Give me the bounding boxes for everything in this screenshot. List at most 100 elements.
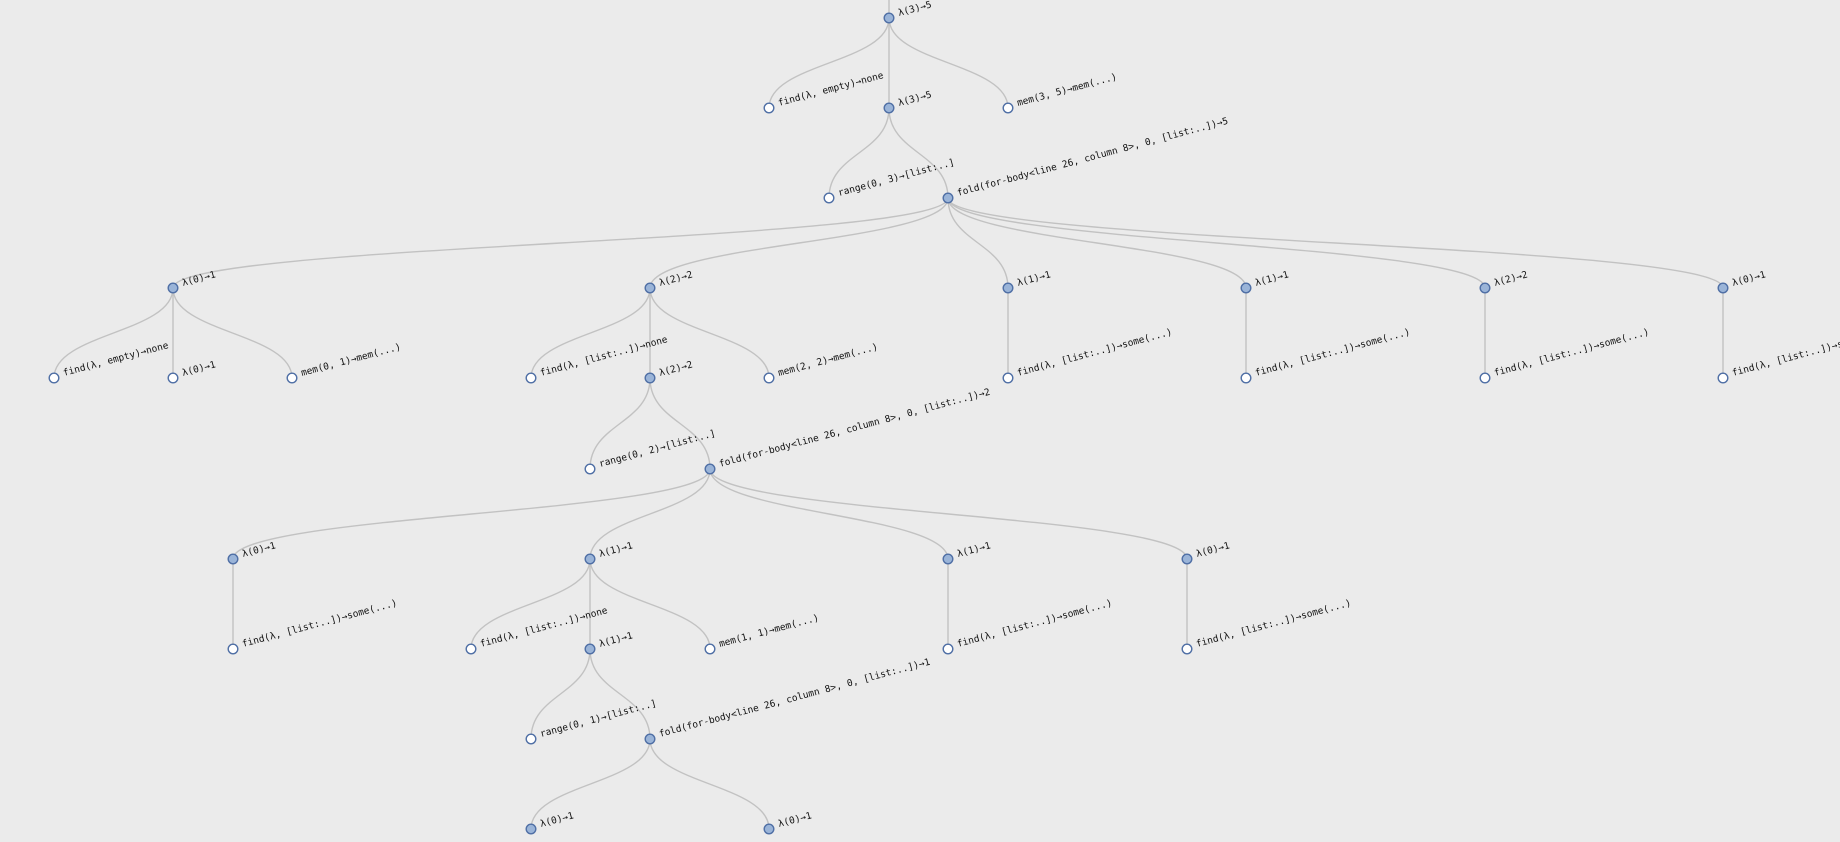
node-dot[interactable] bbox=[286, 372, 298, 384]
tree-call-node[interactable]: λ(1)→1 bbox=[1002, 269, 1052, 294]
node-dot[interactable] bbox=[1479, 282, 1491, 294]
node-dot[interactable] bbox=[584, 643, 596, 655]
tree-call-node[interactable]: λ(0)→1 bbox=[1181, 540, 1231, 565]
node-label: λ(0)→1 bbox=[539, 810, 575, 830]
node-dot[interactable] bbox=[644, 733, 656, 745]
tree-leaf-node[interactable]: find(λ, [list:..])→some(...) bbox=[227, 598, 398, 655]
node-dot[interactable] bbox=[1002, 372, 1014, 384]
tree-leaf-node[interactable]: mem(0, 1)→mem(...) bbox=[286, 342, 402, 384]
node-dot[interactable] bbox=[1240, 282, 1252, 294]
node-label: λ(3)→5 bbox=[897, 89, 933, 109]
node-label: fold(for-body<line 26, column 8>, 0, [li… bbox=[658, 657, 932, 740]
node-dot[interactable] bbox=[883, 102, 895, 114]
node-dot[interactable] bbox=[704, 643, 716, 655]
tree-edge bbox=[232, 468, 711, 560]
node-dot[interactable] bbox=[1479, 372, 1491, 384]
node-label: find(λ, [list:..])→some(...) bbox=[1195, 598, 1353, 650]
tree-edges bbox=[53, 17, 1724, 830]
node-dot[interactable] bbox=[227, 553, 239, 565]
tree-call-node[interactable]: fold(for-body<line 26, column 8>, 0, [li… bbox=[942, 116, 1230, 204]
node-dot[interactable] bbox=[763, 102, 775, 114]
tree-call-node[interactable]: fold(for-body<line 26, column 8>, 0, [li… bbox=[644, 657, 932, 745]
tree-edge bbox=[709, 468, 1188, 560]
node-dot[interactable] bbox=[1002, 282, 1014, 294]
tree-leaf-node[interactable]: mem(2, 2)→mem(...) bbox=[763, 342, 879, 384]
node-label: find(λ, [list:..])→some(...) bbox=[1493, 327, 1651, 379]
node-dot[interactable] bbox=[525, 372, 537, 384]
tree-call-node[interactable]: λ(3)→5 bbox=[883, 89, 933, 114]
tree-edge bbox=[888, 107, 949, 199]
tree-call-node[interactable]: λ(0)→1 bbox=[1717, 269, 1767, 294]
node-dot[interactable] bbox=[942, 643, 954, 655]
node-dot[interactable] bbox=[1181, 643, 1193, 655]
tree-call-node[interactable]: λ(0)→1 bbox=[763, 810, 813, 835]
node-dot[interactable] bbox=[167, 282, 179, 294]
tree-leaf-node[interactable]: find(λ, [list:..])→some(...) bbox=[1181, 598, 1353, 655]
tree-leaf-node[interactable]: find(λ, empty)→none bbox=[48, 340, 170, 384]
tree-leaf-node[interactable]: find(λ, [list:..])→some(...) bbox=[1240, 327, 1412, 384]
node-dot[interactable] bbox=[1717, 282, 1729, 294]
node-label: λ(0)→1 bbox=[777, 810, 813, 830]
tree-leaf-node[interactable]: range(0, 3)→[list:..] bbox=[823, 157, 956, 204]
node-dot[interactable] bbox=[644, 282, 656, 294]
node-dot[interactable] bbox=[465, 643, 477, 655]
node-dot[interactable] bbox=[48, 372, 60, 384]
node-label: find(λ, empty)→none bbox=[62, 340, 170, 379]
node-dot[interactable] bbox=[644, 372, 656, 384]
node-dot[interactable] bbox=[763, 372, 775, 384]
tree-leaf-node[interactable]: range(0, 1)→[list:..] bbox=[525, 698, 658, 745]
tree-edge bbox=[589, 468, 711, 560]
node-label: mem(3, 5)→mem(...) bbox=[1016, 72, 1118, 109]
node-label: range(0, 1)→[list:..] bbox=[539, 698, 658, 740]
node-dot[interactable] bbox=[883, 12, 895, 24]
tree-call-node[interactable]: λ(2)→2 bbox=[644, 359, 694, 384]
node-dot[interactable] bbox=[942, 553, 954, 565]
node-dot[interactable] bbox=[584, 553, 596, 565]
tree-leaf-node[interactable]: find(λ, [list:..])→some(...) bbox=[1002, 327, 1173, 384]
tree-leaf-node[interactable]: find(λ, [list:..])→some(...) bbox=[942, 598, 1113, 655]
node-label: range(0, 3)→[list:..] bbox=[837, 157, 956, 199]
node-label: find(λ, [list:..])→some(...) bbox=[1731, 327, 1840, 379]
node-dot[interactable] bbox=[704, 463, 716, 475]
node-dot[interactable] bbox=[1240, 372, 1252, 384]
tree-edge bbox=[53, 287, 174, 379]
tree-leaf-node[interactable]: λ(0)→1 bbox=[167, 359, 217, 384]
tree-call-node[interactable]: λ(1)→1 bbox=[1240, 269, 1290, 294]
tree-leaf-node[interactable]: find(λ, empty)→none bbox=[763, 70, 885, 114]
tree-call-node[interactable]: fold(for-body<line 26, column 8>, 0, [li… bbox=[704, 387, 991, 475]
tree-edge bbox=[530, 738, 651, 830]
node-dot[interactable] bbox=[1181, 553, 1193, 565]
node-dot[interactable] bbox=[823, 192, 835, 204]
tree-edge bbox=[589, 558, 711, 650]
node-dot[interactable] bbox=[525, 823, 537, 835]
node-dot[interactable] bbox=[763, 823, 775, 835]
node-label: fold(for-body<line 26, column 8>, 0, [li… bbox=[956, 116, 1230, 199]
node-dot[interactable] bbox=[584, 463, 596, 475]
tree-call-node[interactable]: λ(1)→1 bbox=[942, 540, 992, 565]
tree-edge bbox=[768, 17, 890, 109]
node-label: find(λ, [list:..])→some(...) bbox=[1254, 327, 1412, 379]
tree-call-node[interactable]: λ(2)→2 bbox=[1479, 269, 1529, 294]
tree-call-node[interactable]: λ(3)→5 bbox=[883, 0, 933, 24]
tree-leaf-node[interactable]: mem(3, 5)→mem(...) bbox=[1002, 72, 1118, 114]
node-label: λ(0)→1 bbox=[181, 269, 217, 289]
node-label: λ(0)→1 bbox=[1195, 540, 1231, 560]
node-dot[interactable] bbox=[227, 643, 239, 655]
tree-call-node[interactable]: λ(0)→1 bbox=[167, 269, 217, 294]
tree-leaf-node[interactable]: find(λ, [list:..])→some(...) bbox=[1717, 327, 1840, 384]
node-dot[interactable] bbox=[525, 733, 537, 745]
node-dot[interactable] bbox=[1717, 372, 1729, 384]
node-label: mem(2, 2)→mem(...) bbox=[777, 342, 879, 379]
node-dot[interactable] bbox=[942, 192, 954, 204]
tree-call-node[interactable]: λ(1)→1 bbox=[584, 630, 634, 655]
tree-leaf-node[interactable]: find(λ, [list:..])→some(...) bbox=[1479, 327, 1651, 384]
tree-edge bbox=[649, 377, 711, 470]
tree-leaf-node[interactable]: range(0, 2)→[list:..] bbox=[584, 428, 717, 475]
node-dot[interactable] bbox=[167, 372, 179, 384]
node-dot[interactable] bbox=[1002, 102, 1014, 114]
tree-call-node[interactable]: λ(0)→1 bbox=[525, 810, 575, 835]
tree-leaf-node[interactable]: mem(1, 1)→mem(...) bbox=[704, 613, 820, 655]
tree-call-node[interactable]: λ(1)→1 bbox=[584, 540, 634, 565]
tree-edge bbox=[709, 468, 949, 560]
node-label: λ(2)→2 bbox=[658, 359, 694, 379]
